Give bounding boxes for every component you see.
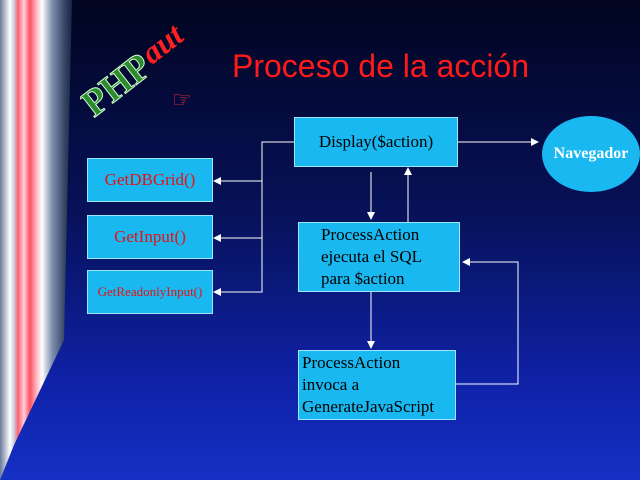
arrow-process-js-to-process-sql (456, 258, 519, 385)
process-js-line-3: GenerateJavaScript (302, 397, 435, 416)
connector-display-bus (250, 141, 294, 293)
display-action-label: Display($action) (318, 132, 434, 151)
display-action-box: Display($action) (294, 117, 458, 167)
pointing-hand-icon: ☞ (172, 88, 192, 113)
phpaut-logo: PHP aut (80, 20, 191, 126)
process-sql-line-3: para $action (321, 269, 405, 288)
process-js-line-1: ProcessAction (302, 353, 401, 372)
process-action-sql-box: ProcessAction ejecuta el SQL para $actio… (298, 222, 460, 292)
getreadonlyinput-label: GetReadonlyInput() (97, 284, 203, 299)
getreadonlyinput-box: GetReadonlyInput() (87, 270, 213, 314)
page-title: Proceso de la acción (232, 48, 530, 84)
getdbgrid-box: GetDBGrid() (87, 158, 213, 202)
getdbgrid-label: GetDBGrid() (104, 170, 196, 189)
process-action-js-box: ProcessAction invoca a GenerateJavaScrip… (298, 350, 456, 420)
process-sql-line-1: ProcessAction (321, 225, 420, 244)
process-sql-line-2: ejecuta el SQL (321, 247, 423, 266)
navegador-node: Navegador (542, 116, 640, 192)
getinput-box: GetInput() (87, 215, 213, 259)
navegador-label: Navegador (553, 145, 629, 162)
getinput-label: GetInput() (114, 227, 186, 246)
process-js-line-2: invoca a (302, 375, 360, 394)
